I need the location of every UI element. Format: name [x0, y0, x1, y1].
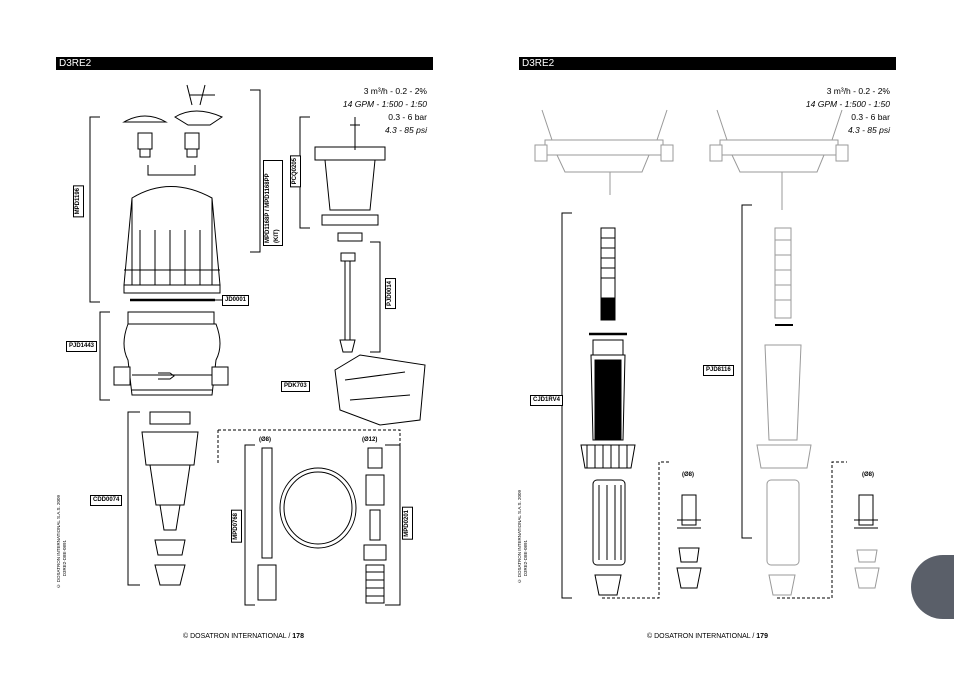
spec-flow: 3 m³/h - 0.2 - 2%: [826, 86, 890, 96]
page-title-bar: D3RE2: [56, 57, 433, 70]
ref-mpd1168p-kit: MPD1168P / MPD1168PP (KIT): [263, 160, 283, 246]
ref-cjd1rv4: CJD1RV4: [530, 395, 563, 406]
page-title-bar: D3RE2: [519, 57, 896, 70]
page-footer: © DOSATRON INTERNATIONAL / 178: [183, 633, 304, 640]
page-number: 179: [756, 633, 768, 640]
page-title: D3RE2: [522, 58, 555, 69]
spec-flow: 3 m³/h - 0.2 - 2%: [363, 86, 427, 96]
diameter-8-label: (Ø8): [259, 437, 271, 443]
side-reference: D3RE2-D8E-0891: [523, 540, 528, 577]
spec-block: 3 m³/h - 0.2 - 2% 14 GPM - 1:500 - 1:50 …: [763, 85, 890, 137]
ref-pcq0205: PCQ0205: [290, 155, 301, 188]
right-exploded-diagram: [534, 109, 880, 599]
ref-mpd1196: MPD1196: [73, 185, 84, 218]
ref-pdk703: PDK703: [281, 381, 310, 392]
ref-pjd8116: PJD8116: [703, 365, 734, 376]
section-tab-marker: [911, 555, 954, 619]
page-number: 178: [292, 633, 304, 640]
ref-pjd1443: PJD1443: [66, 341, 98, 352]
spec-psi: 4.3 - 85 psi: [384, 125, 427, 135]
diameter-12-label: (Ø12): [362, 437, 378, 443]
ref-pjd0014: PJD0014: [385, 278, 396, 310]
ref-jd0001: JD0001: [222, 295, 250, 306]
side-copyright: © DOSATRON INTERNATIONAL S.A.S. 2009: [517, 490, 522, 584]
side-reference: D3RE2-D8E-0891: [62, 540, 67, 577]
spec-psi: 4.3 - 85 psi: [847, 125, 890, 135]
diameter-8-label-right: (Ø8): [862, 472, 874, 478]
spec-gpm: 14 GPM - 1:500 - 1:50: [342, 99, 427, 109]
diameter-8-label-left: (Ø8): [682, 472, 694, 478]
spec-block: 3 m³/h - 0.2 - 2% 14 GPM - 1:500 - 1:50 …: [300, 85, 427, 137]
ref-mpd0768: MPD0768: [231, 510, 242, 543]
left-page: D3RE2 3 m³/h - 0.2 - 2% 14 GPM - 1:500 -…: [56, 57, 433, 640]
side-copyright: © DOSATRON INTERNATIONAL S.A.S. 2009: [56, 495, 61, 589]
left-exploded-diagram: [89, 84, 426, 606]
ref-mpd0201: MPD0201: [402, 507, 413, 540]
spec-bar: 0.3 - 6 bar: [388, 112, 427, 122]
page-title: D3RE2: [59, 58, 92, 69]
page-footer: © DOSATRON INTERNATIONAL / 179: [647, 633, 768, 640]
spec-gpm: 14 GPM - 1:500 - 1:50: [805, 99, 890, 109]
spec-bar: 0.3 - 6 bar: [851, 112, 890, 122]
right-page: D3RE2 3 m³/h - 0.2 - 2% 14 GPM - 1:500 -…: [477, 0, 954, 683]
ref-cdd0074: CDD0074: [90, 495, 123, 506]
